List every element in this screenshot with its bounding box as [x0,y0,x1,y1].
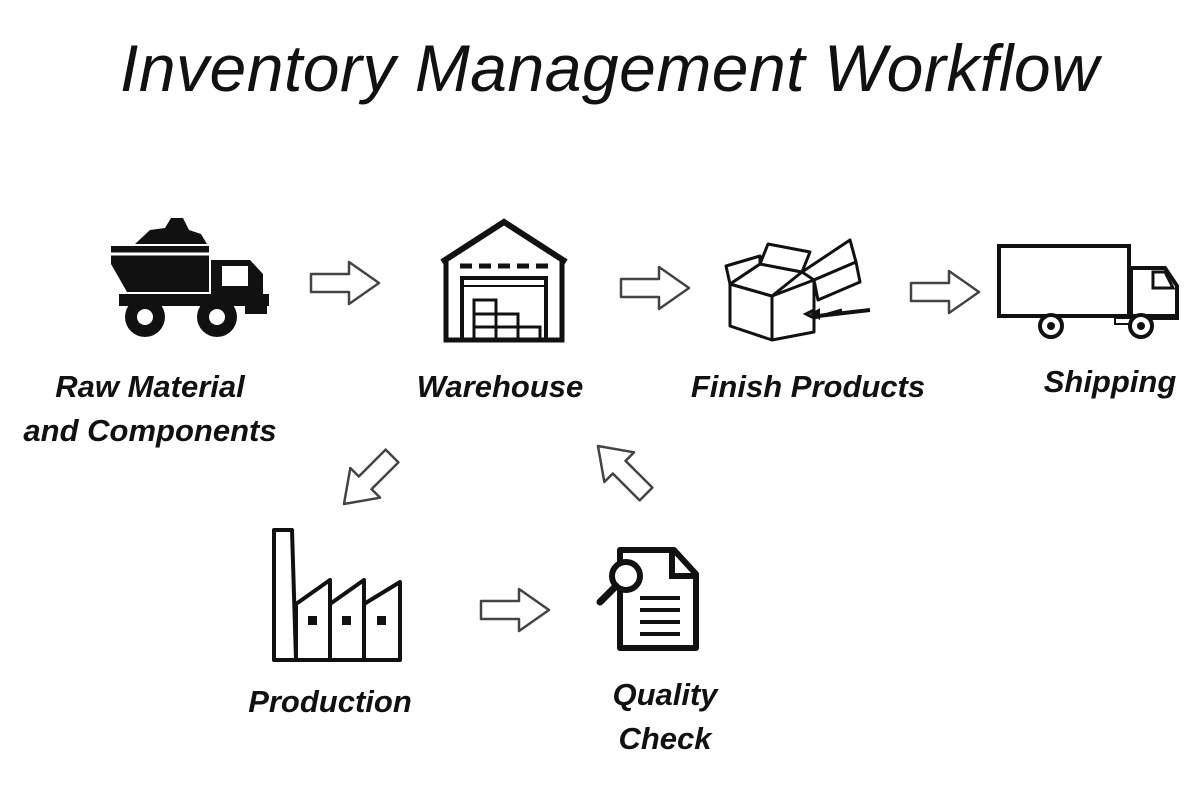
flow-arrow-quality-check-to-warehouse [596,444,654,502]
node-label-shipping: Shipping [1030,360,1190,404]
node-label-production: Production [230,680,430,724]
node-label-line: Finish Products [690,369,926,404]
node-label-warehouse: Warehouse [400,365,600,409]
diagram-title: Inventory Management Workflow [120,31,1100,105]
node-label-line: Check [618,721,712,756]
node-label-line: Quality [612,677,718,712]
flow-arrow-raw-material-to-warehouse [309,260,381,306]
node-label-raw-material: Raw Material and Components [0,365,300,453]
flow-arrow-finish-products-to-shipping [909,269,981,315]
flow-arrow-warehouse-to-finish-products [619,265,691,311]
flow-arrow-warehouse-to-production [342,448,400,506]
node-label-line: and Components [23,413,277,448]
flow-arrow-production-to-quality-check [479,587,551,633]
open-box-icon [724,238,871,342]
document-magnifier-icon [596,547,699,651]
factory-icon [272,528,402,662]
delivery-truck-icon [997,244,1179,339]
node-label-line: Warehouse [416,369,584,404]
node-label-line: Production [248,684,412,719]
node-label-finish-products: Finish Products [670,365,946,409]
dump-truck-icon [111,218,269,337]
node-label-quality-check: Quality Check [585,673,745,761]
warehouse-icon [440,218,568,343]
node-label-line: Raw Material [55,369,245,404]
node-label-line: Shipping [1043,364,1177,399]
